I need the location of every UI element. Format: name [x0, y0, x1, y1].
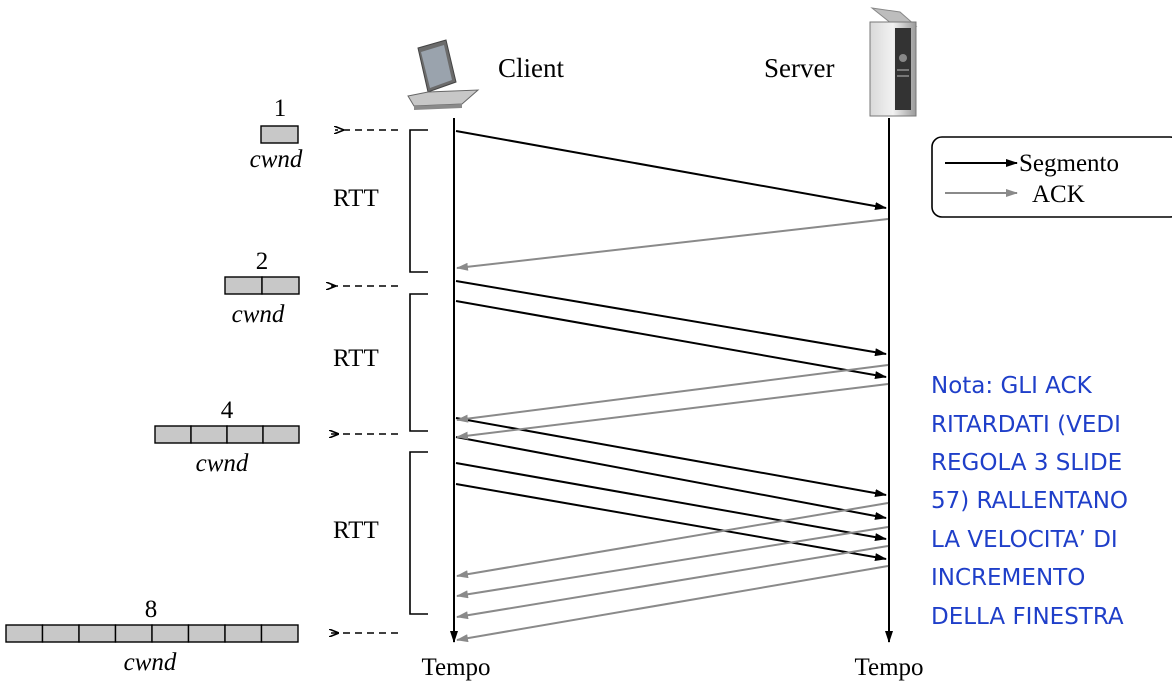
rtt-bracket	[409, 293, 428, 432]
client-time-label: Tempo	[421, 654, 490, 681]
cwnd-segment	[260, 125, 299, 144]
cwnd-window-4	[154, 425, 300, 444]
segment-arrow	[455, 483, 887, 562]
client-label: Client	[498, 53, 564, 83]
ack-arrow	[456, 218, 889, 271]
cwnd-segment	[190, 425, 228, 444]
cwnd-segment	[154, 425, 192, 444]
ack-arrow	[456, 565, 889, 643]
server-label: Server	[764, 53, 834, 83]
note-line: LA VELOCITA’ DI	[931, 527, 1118, 553]
ack-arrows	[456, 218, 889, 643]
cwnd-caption: cwnd	[196, 450, 249, 477]
rtt-label: RTT	[333, 185, 379, 212]
note-line: REGOLA 3 SLIDE	[931, 450, 1122, 476]
cwnd-segment	[226, 425, 264, 444]
rtt-bracket	[409, 451, 428, 615]
cwnd-segment	[151, 624, 190, 643]
note-line: DELLA FINESTRA	[931, 604, 1124, 630]
cwnd-segment	[78, 624, 117, 643]
cwnd-caption: cwnd	[124, 649, 177, 676]
cwnd-segment	[114, 624, 153, 643]
window-size-label: 4	[221, 397, 234, 424]
window-size-label: 8	[145, 596, 158, 623]
server-time-label: Tempo	[854, 654, 923, 681]
cwnd-segment	[224, 276, 263, 295]
rtt-label: RTT	[333, 517, 379, 544]
legend-ack-label: ACK	[1032, 181, 1085, 208]
segment-arrow	[455, 280, 887, 357]
segment-arrow	[455, 300, 887, 380]
cwnd-window-2	[224, 276, 300, 295]
window-size-label: 1	[274, 95, 287, 122]
segment-arrows	[455, 130, 887, 562]
laptop-icon	[407, 39, 480, 110]
legend: Segmento ACK	[931, 136, 1172, 218]
ack-arrow	[456, 383, 889, 440]
note: Nota: GLI ACK RITARDATI (VEDI REGOLA 3 S…	[931, 373, 1128, 630]
ack-arrow	[456, 502, 889, 579]
cwnd-window-1	[260, 125, 299, 144]
segment-arrow	[455, 436, 887, 520]
cwnd-caption: cwnd	[250, 146, 303, 173]
cwnd-segment	[187, 624, 226, 643]
window-size-label: 2	[256, 248, 269, 275]
note-line: Nota: GLI ACK	[931, 373, 1093, 399]
note-line: INCREMENTO	[931, 565, 1085, 591]
cwnd-segment	[262, 425, 300, 444]
note-line: RITARDATI (VEDI	[931, 412, 1121, 438]
ack-arrow	[456, 526, 889, 599]
cwnd-segment	[260, 624, 299, 643]
cwnd-window-8	[5, 624, 299, 643]
segment-arrow	[455, 417, 887, 497]
note-line: 57) RALLENTANO	[931, 488, 1128, 514]
rtt-bracket	[409, 129, 428, 273]
cwnd-segment	[261, 276, 300, 295]
cwnd-segment	[41, 624, 80, 643]
server-tower-icon	[869, 7, 918, 117]
ack-arrow	[456, 545, 889, 620]
segment-arrow	[455, 130, 887, 210]
ack-arrow	[456, 364, 889, 423]
legend-box	[931, 136, 1172, 218]
cwnd-caption: cwnd	[232, 301, 285, 328]
cwnd-segment	[224, 624, 263, 643]
segment-arrow	[455, 462, 887, 542]
rtt-label: RTT	[333, 345, 379, 372]
cwnd-segment	[5, 624, 44, 643]
legend-segment-label: Segmento	[1019, 150, 1119, 177]
